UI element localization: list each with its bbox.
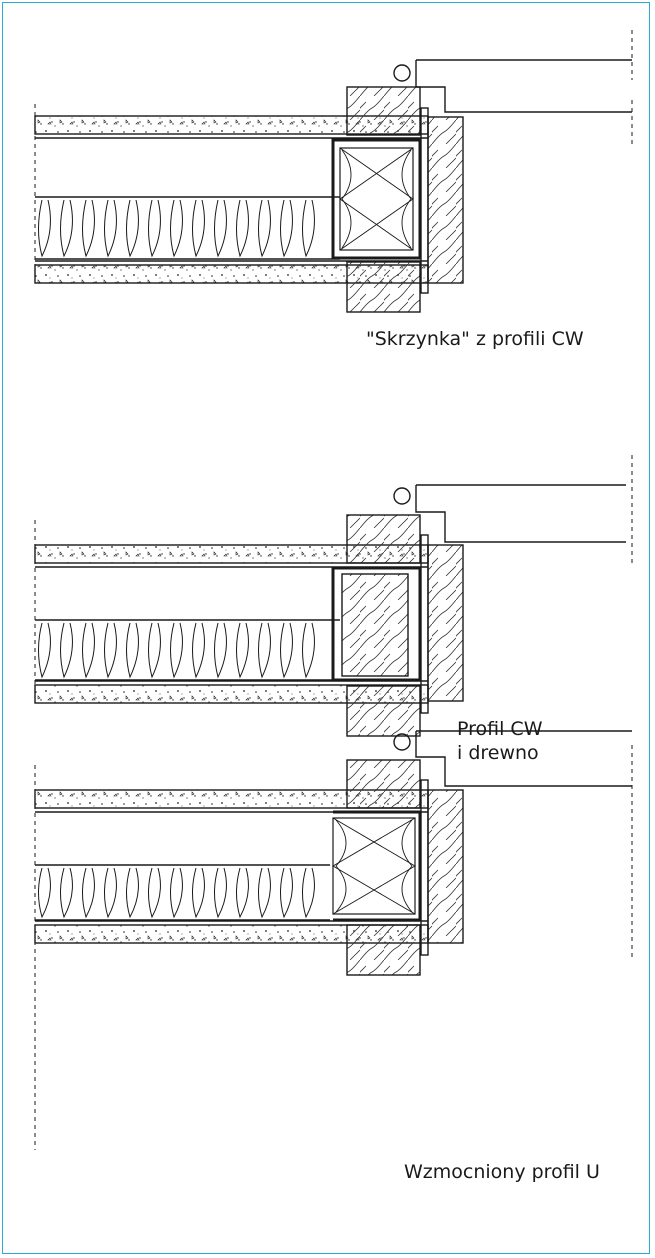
caption-cw-and-wood: Profil CW i drewno: [457, 717, 542, 765]
caption-cw-box: "Skrzynka" z profili CW: [366, 327, 584, 351]
detail-2-cw-and-wood: [34, 455, 633, 737]
detail-3-reinforced-u-profile: [34, 730, 633, 1150]
caption-line: i drewno: [457, 742, 539, 764]
caption-reinforced-u: Wzmocniony profil U: [404, 1160, 600, 1184]
caption-line: "Skrzynka" z profili CW: [366, 328, 584, 350]
caption-line: Profil CW: [457, 718, 543, 740]
detail-1-cw-box: [34, 30, 633, 313]
caption-line: Wzmocniony profil U: [404, 1161, 600, 1183]
